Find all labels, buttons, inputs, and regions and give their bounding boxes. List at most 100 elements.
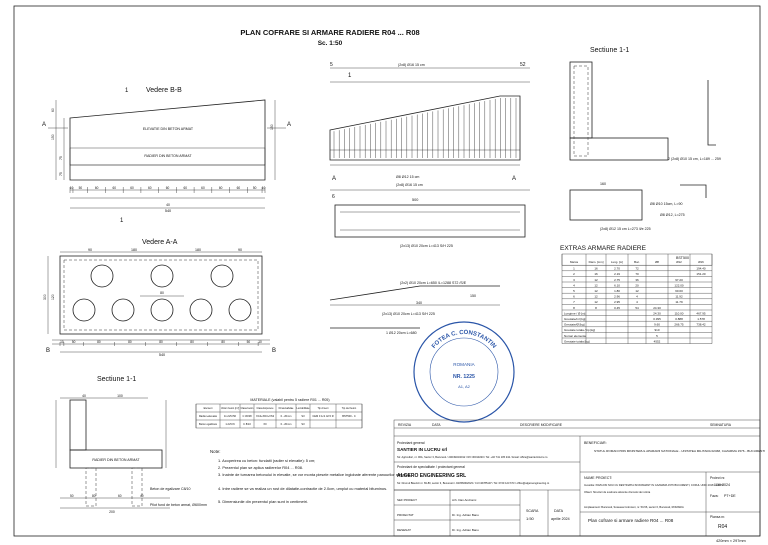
- note-3: 3. Inainte de turnarea betonului in elev…: [218, 472, 411, 477]
- rebar-schedule-cell: 1: [573, 267, 575, 271]
- rebar-dim-150: 150: [470, 294, 476, 298]
- tb-data-col: DATA: [432, 423, 441, 427]
- rebar-schedule-cell: 1.80: [614, 289, 620, 293]
- tb-role-label: PROIECTAT: [397, 513, 414, 517]
- rebar-schedule-cell: 7: [573, 300, 575, 304]
- tb-proiectant-general: SANTIER IN LUCRU srl: [397, 447, 447, 452]
- rebar-schedule-cell: 72: [635, 267, 639, 271]
- view-aa-dim-chain-item: 80: [190, 340, 194, 344]
- rebar-schedule-summary-label: Greutate totala [kg]: [564, 339, 590, 343]
- view-aa-dim-chain-item: 80: [221, 340, 225, 344]
- tb-plansa-label: Plansa nr.: [710, 515, 725, 519]
- view-aa-title: Vedere A-A: [142, 239, 178, 246]
- rebar-callout-5: (2x13) Ø10 20cm L=413 S/H 225: [382, 312, 435, 316]
- section-marker-b-left: B: [46, 348, 50, 354]
- tb-obiect: Obiect: Structuri de sustinere aferente …: [584, 490, 651, 494]
- section-marker-1-top: 1: [348, 73, 352, 79]
- tb-revizie: REVIZIA: [398, 423, 412, 427]
- rebar-schedule-header: Ø8: [655, 260, 659, 264]
- stamp-code: A1, A2: [458, 384, 471, 389]
- note-1: 1. Acoperirea cu beton: fundatii (radier…: [218, 458, 315, 463]
- rebar-schedule-header: Buc.: [634, 260, 640, 264]
- tb-role-label: DESENAT: [397, 528, 411, 532]
- section-11-left-stem: [69, 399, 87, 451]
- rebar-schedule-header: Marca: [570, 260, 578, 264]
- rebar-schedule-cell: 122.00: [674, 283, 684, 287]
- view-bb-dim-side-2: 75: [59, 156, 63, 160]
- rebar-schedule-summary-val: 738.42: [696, 323, 706, 327]
- view-bb-dim-chain-item: 60: [219, 186, 223, 190]
- tb-data-label: DATA: [554, 509, 564, 513]
- rebar-schedule-cell: 5: [573, 289, 575, 293]
- view-bb-dim-side-3: 75: [59, 172, 63, 176]
- rebar-schedule-header: Diam. [mm]: [589, 260, 604, 264]
- tb-faza: PT+DE: [724, 494, 736, 498]
- view-aa-dim-chain-item: 80: [159, 340, 163, 344]
- tb-proiectant-spec-addr: Str. Drumul Bisericii nr. 69-80, sector …: [397, 481, 550, 485]
- rebar-dim-340: 340: [416, 301, 422, 305]
- rebar-dim-500: 500: [412, 198, 418, 202]
- tb-descriere: DESCRIERE MODIFICARE: [520, 423, 563, 427]
- view-aa-dim-top-3: 90: [238, 248, 242, 252]
- view-vedere-aa: Vedere A-A 90 180 180 90 80 300 120 B B …: [43, 239, 276, 357]
- view-bb-dim-side-1: 150: [51, 134, 55, 140]
- rebar-schedule-cell: 12: [594, 295, 598, 299]
- svg-text:50: 50: [70, 494, 74, 498]
- view-aa-raft-outline: [59, 255, 263, 335]
- view-bb-dim-chain-item: 60: [201, 186, 205, 190]
- view-bb-number: 1: [125, 88, 129, 94]
- tb-data-val: aprilie 2024: [551, 517, 570, 521]
- rebar-schedule-summary-val: 0.888: [675, 317, 683, 321]
- rebar-schedule-summary-val: 9.60: [654, 323, 660, 327]
- view-vedere-bb: 1 Vedere B-B ELEVATIE DIN BETON ARMAT RA…: [42, 87, 291, 224]
- materials-header: Tip ciment: [318, 407, 329, 410]
- section-11-right-raft: [569, 137, 669, 161]
- view-bb-dim-chain-item: 50: [79, 186, 83, 190]
- rebar-schedule-cell: 24.30: [653, 306, 661, 310]
- rebar-schedule-cell: 194.40: [696, 267, 706, 271]
- pile-circle: [150, 264, 174, 288]
- rebar-schedule-cell: 2: [573, 272, 575, 276]
- view-aa-inner-outline: [63, 259, 259, 331]
- tb-faza-label: Faza:: [710, 494, 719, 498]
- note-2: 2. Prezentul plan se aplica radierelor R…: [218, 465, 303, 470]
- tb-proiectant-spec: ALGERO ENGINEERING SRL: [397, 473, 466, 479]
- view-bb-dim-chain-item: 60: [95, 186, 99, 190]
- section-marker-a-plan-left: A: [332, 176, 336, 182]
- view-bb-dim-sub: 40: [166, 203, 170, 207]
- rebar-plan-center: 5 52 (2x8) Ø16 15 cm 1 A A Ø8 Ø12 15 cm …: [329, 62, 530, 335]
- view-aa-dim-chain-item: 10: [60, 340, 64, 344]
- rebar-callout-6: 1 Ø12 20cm L=680: [386, 331, 417, 335]
- materials-cell: C 30/38: [242, 414, 252, 418]
- view-bb-dim-chain-item: 60: [148, 186, 152, 190]
- materials-header: Clasa beton: [241, 407, 254, 410]
- materials-cell: XC4+XD3+XS3: [256, 414, 275, 418]
- tb-nume-proiect: Investitie: PAVILION NOU CU DESTINATIA I…: [584, 483, 724, 487]
- note-5: 5. Dimensiunile din prezentul plan sunt …: [218, 499, 308, 504]
- view-bb-title: Vedere B-B: [146, 87, 182, 94]
- rebar-schedule-header: Ø16: [698, 260, 704, 264]
- section-11-left-dim-1: 100: [117, 394, 123, 398]
- pile-circle: [150, 298, 174, 322]
- note-4: 4. Intre radiere se va realiza un rost d…: [218, 486, 387, 491]
- drawing-scale: Sc. 1:50: [318, 40, 343, 47]
- materials-cell: Beton egalizare: [199, 422, 218, 426]
- pile-circle: [189, 298, 213, 322]
- section-11-left-label: RADIER DIN BETON ARMAT: [92, 458, 140, 462]
- title-block: REVIZIA DATA DESCRIERE MODIFICARE SEMNAT…: [393, 419, 765, 537]
- tb-proiectant-general-label: Proiectant general: [397, 441, 425, 445]
- tb-proiect-label: Proiect nr.: [710, 476, 725, 480]
- rebar-schedule-summary-label: Greutate/ml [kg]: [564, 317, 586, 321]
- rebar-elevation-outline: [329, 95, 521, 161]
- view-sectiune-11-left: Sectiune 1-1 40 100 RADIER DIN BETON ARM…: [55, 376, 207, 514]
- materials-cell: CEM II A-S 42.5 R: [312, 414, 333, 418]
- pile-section: [85, 467, 97, 507]
- rebar-schedule-cell: 54: [635, 306, 639, 310]
- svg-text:52: 52: [520, 62, 526, 68]
- rebar-schedule-cell: 2.19: [614, 272, 620, 276]
- drawing-title: PLAN COFRARE SI ARMARE RADIERE R04 ... R…: [240, 28, 419, 37]
- rebar-schedule-cell: 151.20: [696, 272, 706, 276]
- rebar-schedule-cell: 12: [635, 289, 639, 293]
- rebar-schedule-cell: 97.20: [675, 278, 683, 282]
